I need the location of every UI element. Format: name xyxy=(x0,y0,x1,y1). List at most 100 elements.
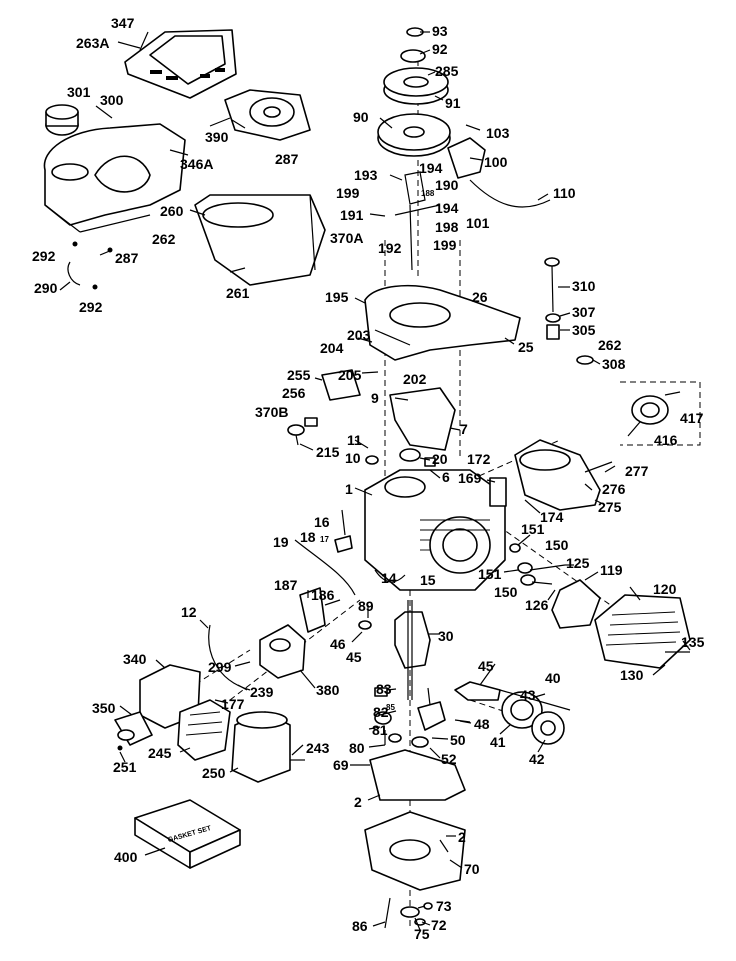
callout-83: 83 xyxy=(376,681,392,697)
air-filter-cover-lower-part xyxy=(231,711,305,783)
callout-276: 276 xyxy=(602,481,626,497)
rewind-starter-part xyxy=(209,89,311,141)
callout-174: 174 xyxy=(540,509,564,525)
carburetor-part xyxy=(208,587,326,691)
callout-277: 277 xyxy=(625,463,649,479)
callout-250: 250 xyxy=(202,765,226,781)
callout-120: 120 xyxy=(653,581,677,597)
leader-lines xyxy=(59,31,691,931)
callout-307: 307 xyxy=(572,304,596,320)
callout-340: 340 xyxy=(123,651,147,667)
callout-93: 93 xyxy=(432,23,448,39)
callout-150a: 150 xyxy=(545,537,569,553)
callout-119: 119 xyxy=(600,562,623,578)
callout-46: 46 xyxy=(330,636,346,652)
callout-6: 6 xyxy=(442,469,450,485)
callout-255: 255 xyxy=(287,367,311,383)
callout-190: 190 xyxy=(435,177,459,193)
blower-housing-part xyxy=(43,104,186,233)
callout-81: 81 xyxy=(372,722,388,738)
callout-261: 261 xyxy=(226,285,250,301)
callout-292a: 292 xyxy=(32,248,56,264)
callout-390: 390 xyxy=(205,129,229,145)
callout-194a: 194 xyxy=(419,160,443,176)
callout-89: 89 xyxy=(358,598,374,614)
callout-2a: 2 xyxy=(354,794,362,810)
callout-199b: 199 xyxy=(433,237,457,253)
callout-151a: 151 xyxy=(521,521,545,537)
engine-block-part xyxy=(364,448,506,591)
callout-245: 245 xyxy=(148,745,172,761)
callout-72: 72 xyxy=(431,917,447,933)
air-filter-element-part xyxy=(177,699,231,761)
callout-262a: 262 xyxy=(152,231,176,247)
callout-126: 126 xyxy=(525,597,549,613)
air-filter-cover-part xyxy=(124,29,237,99)
callout-194b: 194 xyxy=(435,200,459,216)
callout-45a: 45 xyxy=(346,649,362,665)
gasket-set-box-part xyxy=(134,799,241,869)
callout-205: 205 xyxy=(338,367,362,383)
ignition-module-part xyxy=(447,124,551,208)
callout-187: 187 xyxy=(274,577,298,593)
governor-linkage-part xyxy=(394,171,441,271)
callout-243: 243 xyxy=(306,740,330,756)
callout-69: 69 xyxy=(333,757,349,773)
piston-part xyxy=(499,689,571,745)
cylinder-shield-part xyxy=(194,194,326,286)
callout-256: 256 xyxy=(282,385,306,401)
callout-215: 215 xyxy=(316,444,340,460)
callout-10: 10 xyxy=(345,450,361,466)
callout-191: 191 xyxy=(340,207,364,223)
callout-292b: 292 xyxy=(79,299,103,315)
callout-204: 204 xyxy=(320,340,344,356)
callout-416: 416 xyxy=(654,432,678,448)
muffler-part xyxy=(489,439,613,511)
callout-287a: 287 xyxy=(275,151,299,167)
callout-85: 85 xyxy=(386,703,395,712)
callout-16: 16 xyxy=(314,514,330,530)
callout-193: 193 xyxy=(354,167,378,183)
callout-195: 195 xyxy=(325,289,349,305)
governor-lever-part xyxy=(294,509,406,596)
callout-308: 308 xyxy=(602,356,626,372)
oil-sump-part xyxy=(364,749,466,891)
callout-275: 275 xyxy=(598,499,622,515)
callout-101: 101 xyxy=(466,215,490,231)
callout-26: 26 xyxy=(472,289,488,305)
breather-assembly-part xyxy=(620,381,701,446)
flywheel-part xyxy=(377,27,451,157)
callout-347: 347 xyxy=(111,15,135,31)
callout-42: 42 xyxy=(529,751,545,767)
callout-300: 300 xyxy=(100,92,124,108)
cylinder-head-part xyxy=(551,579,691,669)
callout-17: 17 xyxy=(320,535,329,544)
callout-287b: 287 xyxy=(115,250,139,266)
callout-80: 80 xyxy=(349,740,365,756)
callout-172: 172 xyxy=(467,451,491,467)
fuel-line-clip-part xyxy=(67,241,113,290)
blower-base-part xyxy=(364,284,521,361)
callout-7: 7 xyxy=(460,421,468,437)
callout-30: 30 xyxy=(438,628,454,644)
callout-186: 186 xyxy=(311,587,335,603)
callout-202: 202 xyxy=(403,371,427,387)
callout-203: 203 xyxy=(347,327,371,343)
callout-346A: 346A xyxy=(180,156,214,172)
callout-110: 110 xyxy=(553,185,576,201)
callout-350: 350 xyxy=(92,700,116,716)
oil-seal-part xyxy=(374,687,402,745)
callout-40: 40 xyxy=(545,670,561,686)
callout-25: 25 xyxy=(518,339,534,355)
callout-310: 310 xyxy=(572,278,596,294)
callout-15: 15 xyxy=(420,572,436,588)
callout-370A: 370A xyxy=(330,230,364,246)
callout-380: 380 xyxy=(316,682,340,698)
callout-2b: 2 xyxy=(458,829,466,845)
callout-1: 1 xyxy=(345,481,353,497)
callout-45b: 45 xyxy=(478,658,494,674)
callout-14: 14 xyxy=(381,570,397,586)
callout-151b: 151 xyxy=(478,566,502,582)
breather-gasket-part xyxy=(287,369,361,446)
